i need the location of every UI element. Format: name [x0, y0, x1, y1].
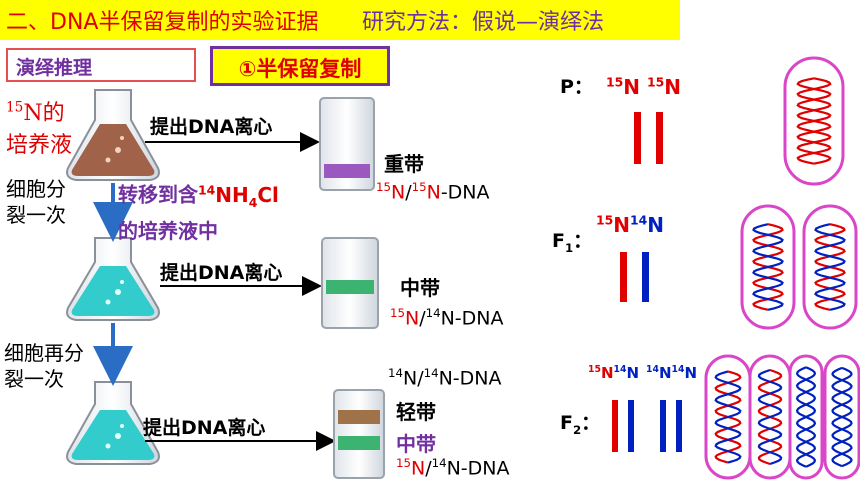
gen-f2-hybrid-isotopes: 15N14N: [588, 364, 640, 382]
tube3-light-band-label: 轻带: [396, 400, 436, 424]
cell-f2-c: [788, 354, 824, 480]
flask-heavy: [66, 89, 160, 181]
section-label: 演绎推理: [6, 48, 196, 82]
cell-f1-b: [802, 204, 858, 330]
f1-strands: [620, 252, 649, 302]
gen-f2-label: F2：: [560, 412, 601, 437]
gen-p-label: P：: [560, 76, 593, 98]
tube-3: [333, 389, 385, 479]
tube2-dna-label: 15N/14N-DNA: [390, 306, 504, 330]
tube1-band-label: 重带: [384, 152, 424, 176]
cell-f1-a: [740, 204, 796, 330]
cell-f2-b: [748, 354, 792, 480]
cell-helices: [704, 56, 860, 480]
tube-2: [321, 237, 379, 329]
page-title: 二、DNA半保留复制的实验证据: [6, 10, 319, 35]
tube2-band-label: 中带: [400, 276, 440, 300]
tube3-mid-dna-label: 15N/14N-DNA: [396, 456, 510, 480]
tube1-dna-label: 15N/15N-DNA: [376, 180, 490, 204]
title-bar: [0, 0, 680, 40]
extract-label-2: 提出DNA离心: [160, 262, 283, 284]
step1-text: 细胞分裂一次: [6, 177, 66, 227]
tube-1: [319, 97, 375, 191]
gen-f2-light-isotopes: 14N14N: [646, 364, 698, 382]
extract-label-1: 提出DNA离心: [150, 116, 273, 138]
page-subtitle: 研究方法：假说—演绎法: [362, 10, 605, 35]
tube3-light-dna-label: 14N/14N-DNA: [388, 366, 502, 390]
gen-f1-label: F1：: [552, 230, 593, 255]
flask-light-2: [66, 381, 160, 465]
p-strands: [634, 112, 663, 164]
f2-strands-light: [660, 400, 682, 452]
medium-label: 15N的 培养液: [6, 100, 73, 159]
cell-f2-a: [704, 354, 752, 480]
flask-light-1: [66, 237, 160, 321]
cell-p: [783, 56, 845, 186]
extract-label-3: 提出DNA离心: [143, 417, 266, 439]
gen-p-isotopes: 15N 15N: [606, 74, 681, 99]
tube3-mid-band-label: 中带: [396, 432, 436, 456]
gen-f1-isotopes: 15N14N: [596, 212, 664, 237]
step2-text: 细胞再分裂一次: [4, 341, 84, 391]
transfer-text: 转移到含14NH4Cl 的培养液中: [118, 182, 279, 243]
cell-f2-d: [823, 354, 860, 480]
hypothesis-box: ①半保留复制: [210, 46, 390, 86]
f2-strands-hybrid: [612, 400, 634, 452]
